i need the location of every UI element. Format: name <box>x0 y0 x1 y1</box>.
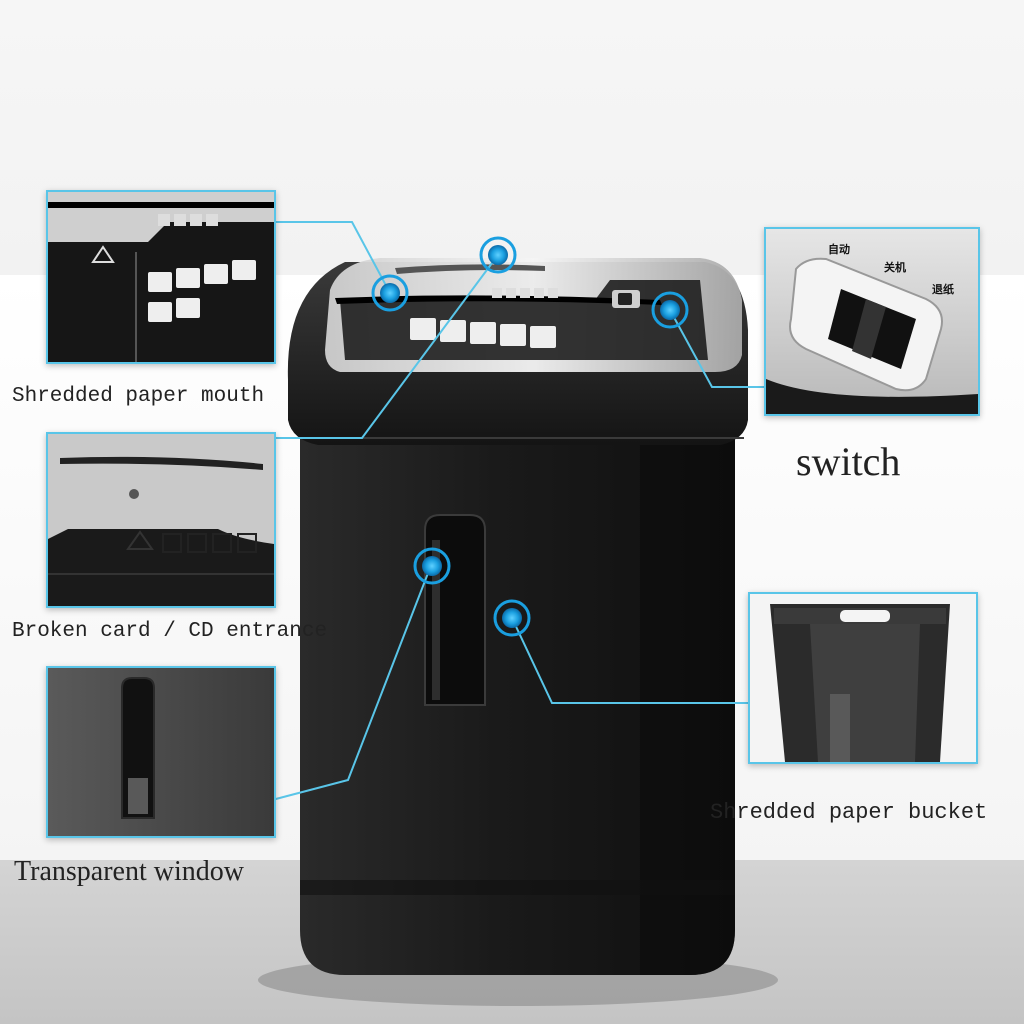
label-card-cd-entrance: Broken card / CD entrance <box>12 620 328 643</box>
inset-paper-mouth <box>46 190 276 364</box>
inset-switch: 自动 关机 退纸 <box>764 227 980 416</box>
callout-dots <box>371 236 689 637</box>
switch-label-auto: 自动 <box>828 243 850 256</box>
shredder-body <box>300 420 735 975</box>
inset-card-entrance <box>46 432 276 608</box>
label-switch: switch <box>796 439 901 484</box>
leader-lines <box>271 221 764 801</box>
label-transparent-window: Transparent window <box>14 856 244 887</box>
label-shredded-paper-mouth: Shredded paper mouth <box>12 385 265 408</box>
label-shredded-paper-bucket: Shredded paper bucket <box>710 800 988 825</box>
switch-label-reverse: 退纸 <box>932 283 954 296</box>
inset-transparent-window <box>46 666 276 838</box>
inset-paper-bucket <box>748 592 978 764</box>
switch-label-off: 关机 <box>884 261 906 274</box>
